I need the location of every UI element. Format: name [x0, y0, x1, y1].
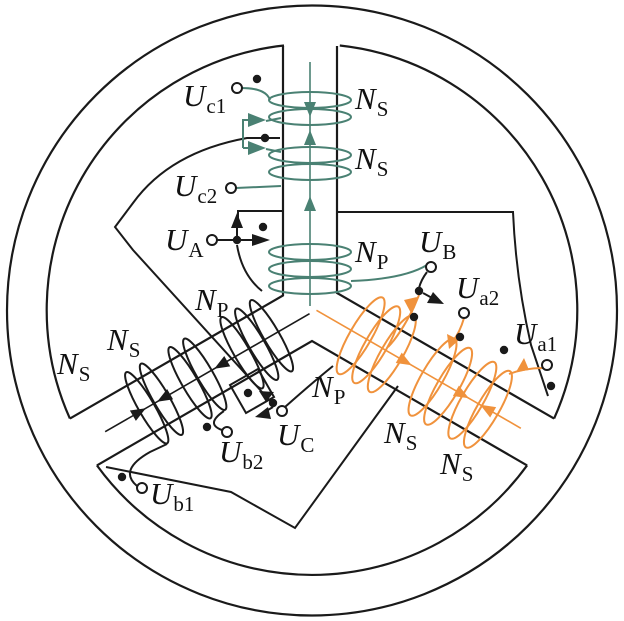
- coil-turn: [124, 371, 170, 445]
- terminal-Ua2: [458, 307, 470, 319]
- current-arrow-icon: [248, 113, 266, 127]
- coil-turn: [268, 277, 352, 295]
- terminal-circles: [136, 82, 553, 494]
- junction-dot: [414, 286, 424, 296]
- flux-arrow-up-icon: [157, 389, 174, 402]
- polarity-dot: [258, 222, 268, 232]
- terminal-Ua1: [541, 359, 553, 371]
- polarity-dot: [546, 381, 556, 391]
- coil-turn: [268, 108, 352, 126]
- coil-turn: [447, 360, 498, 440]
- inner-arc-upper-right: [339, 44, 579, 420]
- flux-arrow-down-icon: [480, 404, 497, 418]
- polarity-dot: [117, 472, 127, 482]
- terminal-UA: [206, 234, 218, 246]
- inner-ring-arcs: [45, 44, 579, 576]
- lead-NP-to-UB: [350, 264, 428, 282]
- top-limb-windings: [235, 62, 428, 306]
- lead-UA-to-left-NP: [236, 244, 263, 292]
- terminal-Uc2: [225, 182, 237, 194]
- coil-turn: [219, 316, 265, 390]
- current-arrow-icon: [248, 141, 266, 155]
- lead-Uc2: [235, 185, 282, 189]
- junction-dot: [232, 235, 242, 245]
- flux-arrow-up-icon: [214, 356, 231, 369]
- lead-Ub1: [128, 443, 168, 487]
- polarity-dot: [202, 422, 212, 432]
- current-arrow-icon: [259, 391, 274, 402]
- polarity-dot: [499, 345, 509, 355]
- junction-dot: [268, 398, 278, 408]
- terminal-Ub2: [221, 426, 233, 438]
- current-arrow-icon: [252, 234, 270, 246]
- UC-endturn-box: [228, 367, 276, 415]
- coil-turn: [462, 369, 513, 449]
- current-arrow-icon: [427, 292, 444, 304]
- inner-arc-bottom: [96, 464, 528, 576]
- flux-arrow-down-icon: [129, 408, 146, 421]
- terminal-UB: [425, 261, 437, 273]
- polarity-dot: [260, 133, 270, 143]
- flux-arrow-up-icon: [304, 196, 316, 211]
- current-arrow-icon: [231, 213, 243, 228]
- polarity-dot: [455, 332, 465, 342]
- terminal-Ub1: [136, 482, 148, 494]
- lead-UB: [418, 271, 428, 289]
- current-arrow-icon: [516, 358, 529, 372]
- current-arrow-icon: [447, 334, 459, 349]
- left-limb-windings: [104, 299, 310, 445]
- lead-Uc1: [240, 87, 271, 101]
- terminal-UC: [276, 405, 288, 417]
- outer-ring-circle: [5, 4, 619, 617]
- coil-turn: [423, 346, 474, 426]
- lead-UC-to-right-NP: [284, 365, 334, 408]
- window-upper-left: [113, 137, 280, 393]
- flux-arrow-up-icon: [304, 130, 316, 145]
- orange-leads: [387, 294, 544, 375]
- flux-arrow-up-icon: [452, 385, 469, 399]
- polarity-dot: [252, 74, 262, 84]
- current-arrow-icon: [404, 297, 417, 315]
- coil-turn: [268, 163, 352, 181]
- window-outlines: [105, 137, 549, 530]
- flux-arrow-up-icon: [395, 352, 412, 366]
- UA-endturn-box: [237, 210, 283, 221]
- inner-arc-upper-left: [45, 44, 285, 420]
- right-limb-windings: [316, 296, 522, 449]
- window-bottom: [105, 385, 399, 530]
- window-upper-right: [337, 211, 549, 397]
- coil-turn: [167, 346, 213, 420]
- polarity-dot: [243, 388, 253, 398]
- terminal-Uc1: [231, 82, 243, 94]
- current-arrow-icon: [255, 407, 271, 419]
- lead-Ub2: [213, 410, 225, 431]
- polarity-dots: [117, 74, 556, 482]
- core-edge-left: [69, 46, 285, 420]
- coil-turn: [335, 296, 386, 376]
- polarity-dot: [409, 312, 419, 322]
- coil-turn: [351, 305, 402, 385]
